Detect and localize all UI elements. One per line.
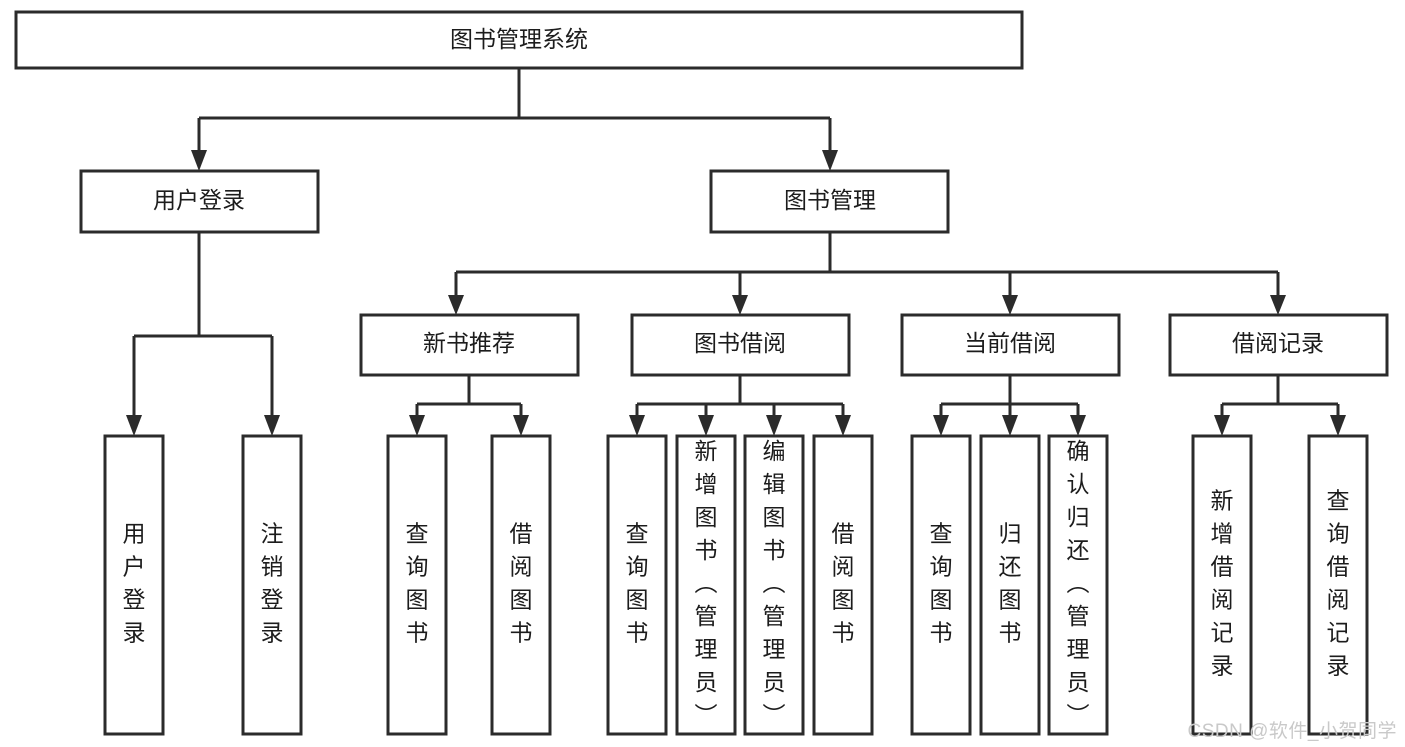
node-leaf-edit-book-label: 编辑图书︵管理员︶ xyxy=(763,438,786,728)
node-leaf-add-record-box[interactable] xyxy=(1191,434,1253,736)
arrow-head-leaf-add-record xyxy=(1214,415,1230,436)
arrow-head-leaf-logout xyxy=(264,415,280,436)
node-leaf-borrow-book-1-box[interactable] xyxy=(490,434,552,736)
connector-group-new-book-rec xyxy=(409,375,529,436)
arrow-head-leaf-add-book xyxy=(698,415,714,436)
arrow-head-book-manage xyxy=(822,150,838,171)
node-leaf-query-book-1[interactable]: 查询图书 xyxy=(386,434,448,736)
node-leaf-edit-book[interactable]: 编辑图书︵管理员︶ xyxy=(743,434,805,736)
node-book-manage-label: 图书管理 xyxy=(784,187,876,213)
connector-group-current-borrow xyxy=(933,375,1086,436)
node-leaf-edit-book-box[interactable] xyxy=(743,434,805,736)
node-borrow-record-box[interactable] xyxy=(1168,313,1389,377)
arrow-head-user-login xyxy=(191,150,207,171)
node-leaf-query-book-2-label: 查询图书 xyxy=(626,521,649,646)
node-book-borrow-label: 图书借阅 xyxy=(694,330,786,356)
connector-group-book-borrow xyxy=(629,375,851,436)
node-user-login-box[interactable] xyxy=(79,169,320,234)
node-new-book-rec[interactable]: 新书推荐 xyxy=(359,313,580,377)
arrow-head-new-book-rec xyxy=(448,295,464,315)
node-root[interactable]: 图书管理系统 xyxy=(14,10,1024,70)
node-leaf-logout-label: 注销登录 xyxy=(261,521,284,646)
node-leaf-confirm-return-label: 确认归还︵管理员︶ xyxy=(1067,438,1090,728)
arrow-head-leaf-edit-book xyxy=(766,415,782,436)
node-leaf-logout-box[interactable] xyxy=(241,434,303,736)
arrow-head-leaf-user-login xyxy=(126,415,142,436)
node-leaf-query-book-2-box[interactable] xyxy=(606,434,668,736)
node-leaf-add-book[interactable]: 新增图书︵管理员︶ xyxy=(675,434,737,736)
node-current-borrow-label: 当前借阅 xyxy=(964,330,1056,356)
node-leaf-borrow-book-2[interactable]: 借阅图书 xyxy=(812,434,874,736)
node-leaf-borrow-book-1[interactable]: 借阅图书 xyxy=(490,434,552,736)
node-leaf-return-book-label: 归还图书 xyxy=(999,521,1022,646)
node-leaf-query-book-3-label: 查询图书 xyxy=(930,521,953,646)
node-leaf-query-book-3-box[interactable] xyxy=(910,434,972,736)
node-leaf-return-book[interactable]: 归还图书 xyxy=(979,434,1041,736)
arrow-head-leaf-borrow-book-1 xyxy=(513,415,529,436)
arrow-head-book-borrow xyxy=(732,295,748,315)
arrow-head-borrow-record xyxy=(1270,295,1286,315)
node-leaf-return-book-box[interactable] xyxy=(979,434,1041,736)
arrow-head-leaf-query-book-3 xyxy=(933,415,949,436)
node-leaf-add-record-label: 新增借阅记录 xyxy=(1211,488,1234,679)
node-leaf-confirm-return-box[interactable] xyxy=(1047,434,1109,736)
node-leaf-user-login-label: 用户登录 xyxy=(123,521,146,646)
node-root-label: 图书管理系统 xyxy=(450,26,588,52)
arrow-head-leaf-borrow-book-2 xyxy=(835,415,851,436)
arrow-head-current-borrow xyxy=(1002,295,1018,315)
node-new-book-rec-box[interactable] xyxy=(359,313,580,377)
node-user-login-label: 用户登录 xyxy=(153,187,245,213)
arrow-head-leaf-query-book-2 xyxy=(629,415,645,436)
node-leaf-confirm-return[interactable]: 确认归还︵管理员︶ xyxy=(1047,434,1109,736)
arrow-head-leaf-query-book-1 xyxy=(409,415,425,436)
node-leaf-query-record-box[interactable] xyxy=(1307,434,1369,736)
node-book-manage-box[interactable] xyxy=(709,169,950,234)
node-book-manage[interactable]: 图书管理 xyxy=(709,169,950,234)
node-borrow-record-label: 借阅记录 xyxy=(1232,330,1324,356)
node-leaf-user-login-box[interactable] xyxy=(103,434,165,736)
node-leaf-query-book-2[interactable]: 查询图书 xyxy=(606,434,668,736)
node-current-borrow-box[interactable] xyxy=(900,313,1121,377)
connector-group-book-manage xyxy=(448,232,1286,315)
node-leaf-query-book-1-label: 查询图书 xyxy=(406,521,429,646)
node-leaf-query-book-3[interactable]: 查询图书 xyxy=(910,434,972,736)
node-borrow-record[interactable]: 借阅记录 xyxy=(1168,313,1389,377)
node-leaf-add-book-label: 新增图书︵管理员︶ xyxy=(695,438,718,728)
node-leaf-query-record[interactable]: 查询借阅记录 xyxy=(1307,434,1369,736)
node-leaf-borrow-book-2-box[interactable] xyxy=(812,434,874,736)
node-leaf-user-login[interactable]: 用户登录 xyxy=(103,434,165,736)
node-leaf-borrow-book-1-label: 借阅图书 xyxy=(510,521,533,646)
node-user-login[interactable]: 用户登录 xyxy=(79,169,320,234)
arrow-head-leaf-confirm-return xyxy=(1070,415,1086,436)
node-leaf-query-record-label: 查询借阅记录 xyxy=(1327,488,1350,679)
connector-group-root xyxy=(191,68,838,171)
node-current-borrow[interactable]: 当前借阅 xyxy=(900,313,1121,377)
node-new-book-rec-label: 新书推荐 xyxy=(423,330,515,356)
node-leaf-add-record[interactable]: 新增借阅记录 xyxy=(1191,434,1253,736)
connector-group-user-login xyxy=(126,232,280,436)
node-leaf-add-book-box[interactable] xyxy=(675,434,737,736)
connector-group-borrow-record xyxy=(1214,375,1346,436)
node-leaf-query-book-1-box[interactable] xyxy=(386,434,448,736)
node-leaf-logout[interactable]: 注销登录 xyxy=(241,434,303,736)
arrow-head-leaf-query-record xyxy=(1330,415,1346,436)
node-book-borrow[interactable]: 图书借阅 xyxy=(630,313,851,377)
node-book-borrow-box[interactable] xyxy=(630,313,851,377)
node-leaf-borrow-book-2-label: 借阅图书 xyxy=(832,521,855,646)
node-root-box[interactable] xyxy=(14,10,1024,70)
arrow-head-leaf-return-book xyxy=(1002,415,1018,436)
